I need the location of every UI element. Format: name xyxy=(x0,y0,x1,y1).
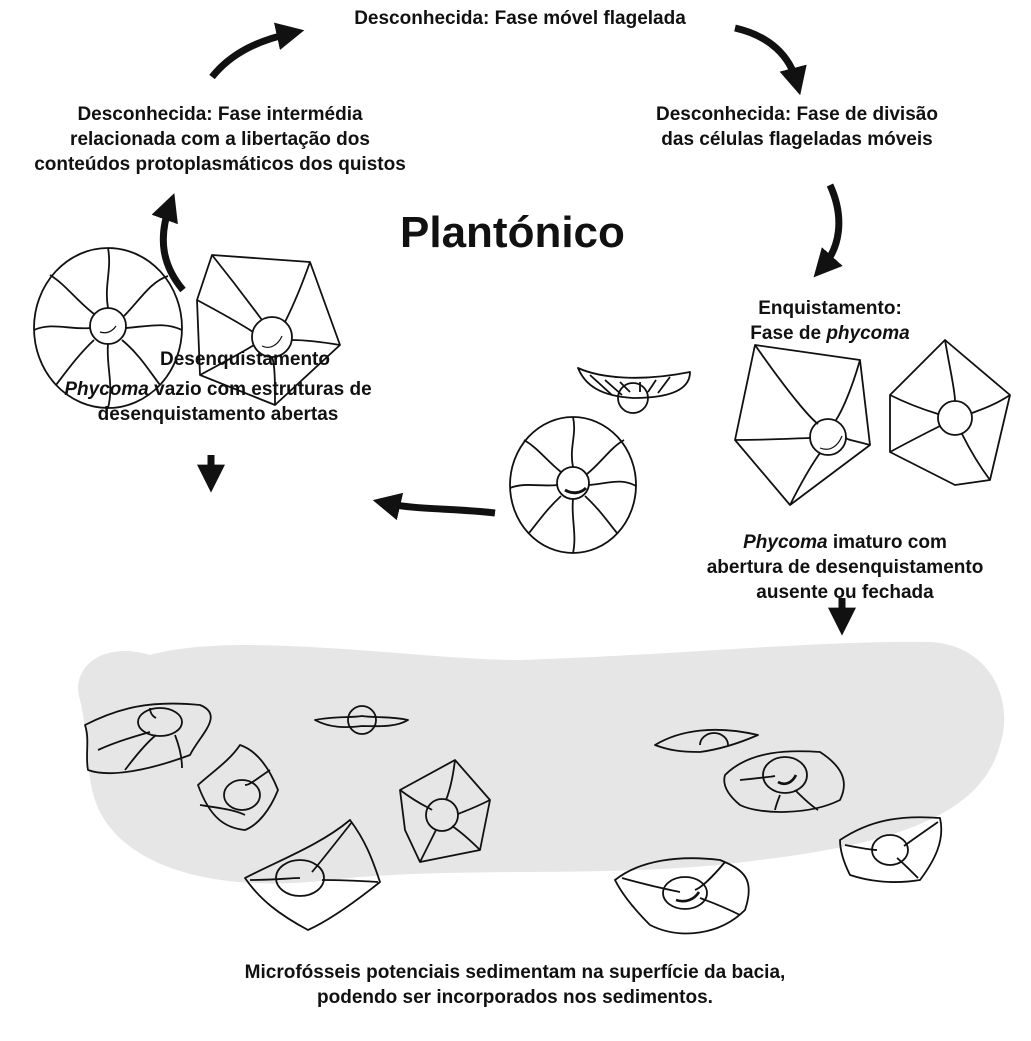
planktonic-title: Plantónico xyxy=(400,208,625,257)
intermediate-line-1: Desconhecida: Fase intermédia xyxy=(77,104,363,125)
encystment-line-2: Fase de phycoma xyxy=(690,321,970,346)
empty-line-2: desenquistamento abertas xyxy=(97,404,339,426)
footer-caption: Microfósseis potenciais sedimentam na su… xyxy=(150,960,880,1010)
empty-phycoma-caption: Phycoma vazio com estruturas de desenqui… xyxy=(8,377,428,427)
excystment-label: Desenquistamento xyxy=(110,347,380,372)
sedimented-cyst-icon xyxy=(244,819,381,931)
flagellate-phase-text: Desconhecida: Fase móvel flagelada xyxy=(354,8,686,29)
cycle-arrow-left xyxy=(151,193,186,293)
footer-line-2: podendo ser incorporados nos sedimentos. xyxy=(317,987,713,1009)
encystment-label: Enquistamento: Fase de phycoma xyxy=(690,296,970,346)
footer-line-1: Microfósseis potenciais sedimentam na su… xyxy=(244,962,786,983)
immature-cyst-left-icon xyxy=(734,344,871,506)
immature-rest: imaturo com xyxy=(827,532,947,553)
empty-line-1: Phycoma vazio com estruturas de xyxy=(8,377,428,402)
cycle-arrow-top-right xyxy=(734,24,807,96)
immature-cyst-right-icon xyxy=(889,339,1011,486)
flagellate-phase-label: Desconhecida: Fase móvel flagelada xyxy=(290,6,750,31)
encystment-italic: phycoma xyxy=(826,323,910,345)
sedimented-cyst-icon xyxy=(197,744,279,831)
sedimented-cyst-icon xyxy=(723,750,845,813)
sediment-basin xyxy=(78,641,1005,884)
open-pentagon-cyst-icon xyxy=(196,254,341,406)
empty-italic: Phycoma xyxy=(64,379,149,400)
immature-italic: Phycoma xyxy=(743,532,828,553)
intermediate-line-3: conteúdos protoplasmáticos dos quistos xyxy=(34,154,406,176)
sedimented-cyst-icon xyxy=(839,816,943,883)
division-phase-label: Desconhecida: Fase de divisão das célula… xyxy=(612,102,982,152)
cycle-arrow-right xyxy=(813,183,843,278)
sedimented-cyst-icon xyxy=(399,759,491,863)
round-cyst-icon xyxy=(509,416,637,554)
cyst-lid-icon xyxy=(577,367,691,414)
sedimented-cyst-icon xyxy=(84,702,212,775)
encystment-prefix: Fase de xyxy=(750,323,827,345)
immature-line-1: Phycoma imaturo com xyxy=(660,530,1030,555)
intermediate-line-2: relacionada com a libertação dos xyxy=(70,129,370,151)
immature-line-3: ausente ou fechada xyxy=(756,582,934,604)
immature-phycoma-caption: Phycoma imaturo com abertura de desenqui… xyxy=(660,530,1030,605)
excystment-arrow xyxy=(372,492,496,521)
division-line-1: Desconhecida: Fase de divisão xyxy=(656,104,938,125)
empty-rest: vazio com estruturas de xyxy=(148,379,372,400)
division-line-2: das células flageladas móveis xyxy=(661,129,933,151)
sedimented-cyst-icon xyxy=(314,705,409,735)
sedimented-cyst-icon xyxy=(654,728,759,753)
intermediate-phase-label: Desconhecida: Fase intermédia relacionad… xyxy=(0,102,440,177)
immature-line-2: abertura de desenquistamento xyxy=(706,557,984,579)
encystment-line-1: Enquistamento: xyxy=(758,298,902,319)
excystment-text: Desenquistamento xyxy=(160,349,330,370)
sedimented-cyst-icon xyxy=(614,857,750,935)
open-round-cyst-icon xyxy=(33,247,183,409)
cycle-arrow-top-left xyxy=(209,22,305,80)
